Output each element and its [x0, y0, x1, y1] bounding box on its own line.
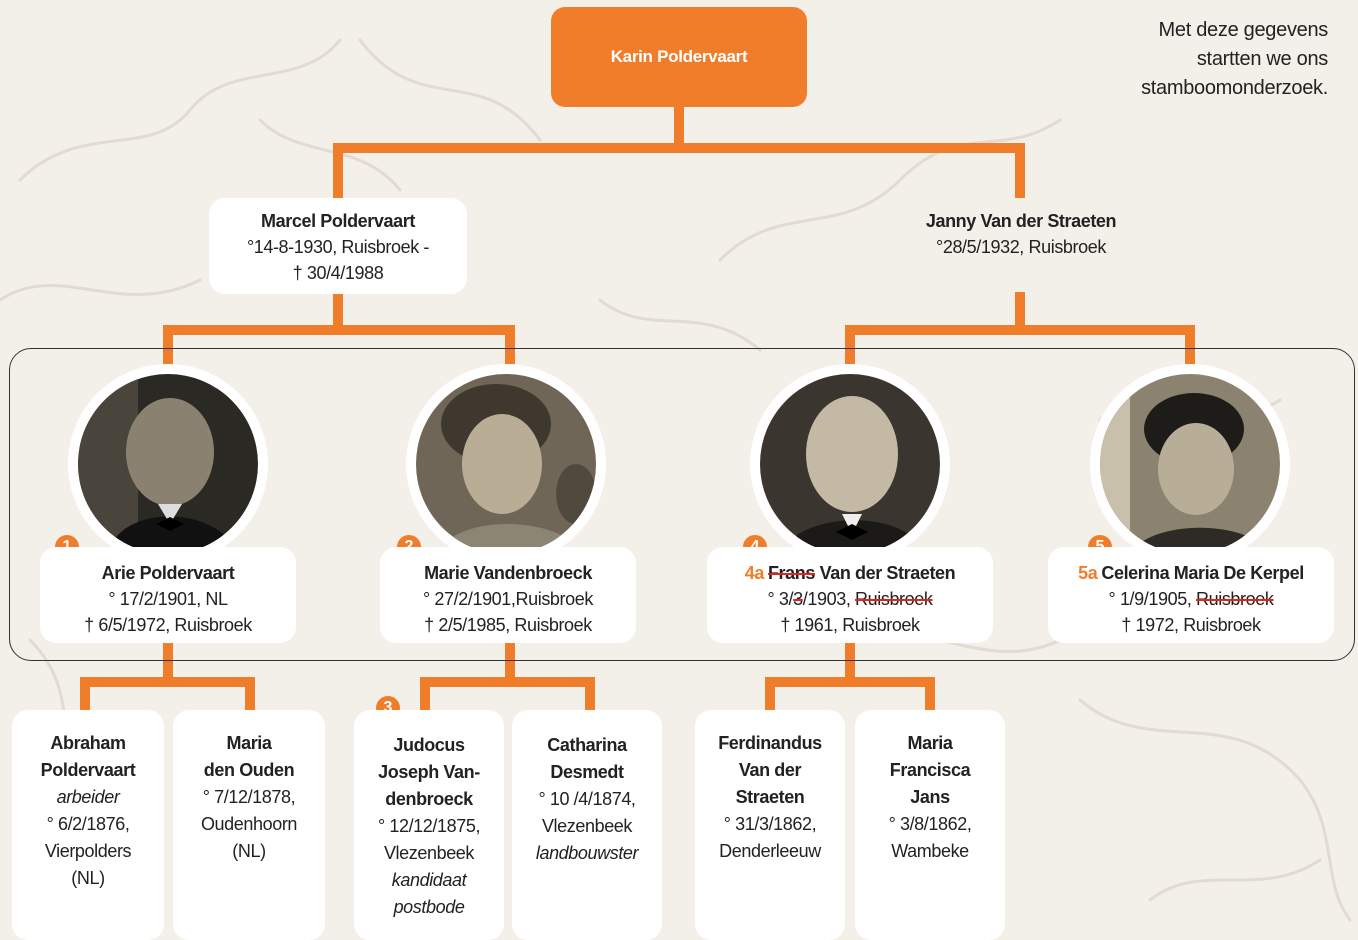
person-place: Wambeke	[891, 841, 969, 861]
person-maria-den-ouden: Maria den Ouden ° 7/12/1878, Oudenhoorn …	[173, 710, 325, 940]
person-name: Judocus	[393, 735, 465, 755]
person-country: (NL)	[71, 868, 105, 888]
person-birth: °28/5/1932, Ruisbroek	[936, 237, 1106, 257]
research-prefix: 4a	[744, 563, 765, 583]
struck-place: Ruisbroek	[855, 589, 933, 609]
photo-marie	[406, 364, 606, 564]
person-name-2: Van der	[738, 760, 802, 780]
person-name: Maria	[226, 733, 272, 753]
person-name-2: den Ouden	[203, 760, 295, 780]
photo-frans	[750, 364, 950, 564]
person-name-3: Jans	[910, 787, 950, 807]
person-birth: ° 3/8/1862,	[888, 814, 972, 834]
person-marie: Marie Vandenbroeck ° 27/2/1901,Ruisbroek…	[380, 547, 636, 643]
person-name: Arie Poldervaart	[101, 563, 235, 583]
struck-first-name: Frans	[767, 563, 815, 583]
struck-digit: 3	[793, 589, 803, 609]
person-name-2: Joseph Van-	[378, 762, 480, 782]
person-birth: ° 17/2/1901, NL	[108, 589, 228, 609]
person-name: Marcel Poldervaart	[261, 211, 415, 231]
photo-celerina	[1090, 364, 1290, 564]
person-catharina: Catharina Desmedt ° 10 /4/1874, Vlezenbe…	[512, 710, 662, 940]
person-place: Vlezenbeek	[541, 816, 633, 836]
person-death: † 6/5/1972, Ruisbroek	[84, 615, 252, 635]
portrait-frans	[760, 374, 940, 554]
person-name: Ferdinandus	[718, 733, 822, 753]
person-judocus: Judocus Joseph Van- denbroeck ° 12/12/18…	[354, 710, 504, 940]
person-place: Vierpolders	[44, 841, 132, 861]
person-name: Maria	[907, 733, 953, 753]
person-name: Celerina Maria De Kerpel	[1101, 563, 1304, 583]
person-name: Catharina	[547, 735, 627, 755]
person-death: † 30/4/1988	[292, 263, 384, 283]
person-arie: Arie Poldervaart ° 17/2/1901, NL † 6/5/1…	[40, 547, 296, 643]
person-ferdinandus: Ferdinandus Van der Straeten ° 31/3/1862…	[695, 710, 845, 940]
person-place: Denderleeuw	[719, 841, 821, 861]
research-prefix: 5a	[1078, 563, 1098, 583]
person-janny: Janny Van der Straeten °28/5/1932, Ruisb…	[890, 198, 1152, 268]
person-name: Van der Straeten	[819, 563, 956, 583]
person-country: (NL)	[232, 841, 266, 861]
person-birth: ° 1/9/1905, Ruisbroek	[1048, 586, 1334, 612]
struck-place: Ruisbroek	[1196, 589, 1274, 609]
portrait-arie	[78, 374, 258, 554]
birth-text: ° 3/	[767, 589, 794, 609]
person-birth: ° 6/2/1876,	[46, 814, 130, 834]
grandparents-group-frame	[9, 348, 1355, 661]
person-maria-jans: Maria Francisca Jans ° 3/8/1862, Wambeke	[855, 710, 1005, 940]
person-name: Janny Van der Straeten	[925, 211, 1117, 231]
person-name: Abraham	[50, 733, 126, 753]
person-occupation: arbeider	[56, 787, 120, 807]
person-name-2: Desmedt	[550, 762, 624, 782]
person-birth: ° 27/2/1901,Ruisbroek	[423, 589, 593, 609]
person-abraham: Abraham Poldervaart arbeider ° 6/2/1876,…	[12, 710, 164, 940]
person-death: † 1961, Ruisbroek	[780, 615, 920, 635]
person-birth: °14-8-1930, Ruisbroek -	[246, 237, 430, 257]
person-name-3: Straeten	[735, 787, 805, 807]
portrait-celerina	[1100, 374, 1280, 554]
root-person-karin: Karin Poldervaart	[551, 7, 807, 107]
birth-text: ° 1/9/1905,	[1108, 589, 1197, 609]
person-marcel: Marcel Poldervaart °14-8-1930, Ruisbroek…	[209, 198, 467, 294]
person-birth: ° 10 /4/1874,	[538, 789, 636, 809]
person-occupation: kandidaat	[391, 870, 467, 890]
person-death: † 1972, Ruisbroek	[1121, 615, 1261, 635]
person-name: Marie Vandenbroeck	[424, 563, 592, 583]
person-birth: ° 3/3/1903, Ruisbroek	[707, 586, 993, 612]
person-name-2: Poldervaart	[40, 760, 136, 780]
person-death: † 2/5/1985, Ruisbroek	[424, 615, 592, 635]
intro-note: Met deze gegevens startten we ons stambo…	[1141, 19, 1328, 99]
portrait-marie	[416, 374, 596, 554]
person-name-2: Francisca	[889, 760, 971, 780]
birth-text-2: /1903,	[802, 589, 856, 609]
person-place: Oudenhoorn	[200, 814, 298, 834]
person-place: Vlezenbeek	[383, 843, 475, 863]
root-name: Karin Poldervaart	[610, 47, 748, 66]
person-name-3: denbroeck	[385, 789, 473, 809]
person-occupation-2: postbode	[393, 897, 465, 917]
photo-arie	[68, 364, 268, 564]
person-occupation: landbouwster	[535, 843, 639, 863]
person-birth: ° 31/3/1862,	[723, 814, 817, 834]
person-birth: ° 12/12/1875,	[377, 816, 481, 836]
person-birth: ° 7/12/1878,	[202, 787, 296, 807]
